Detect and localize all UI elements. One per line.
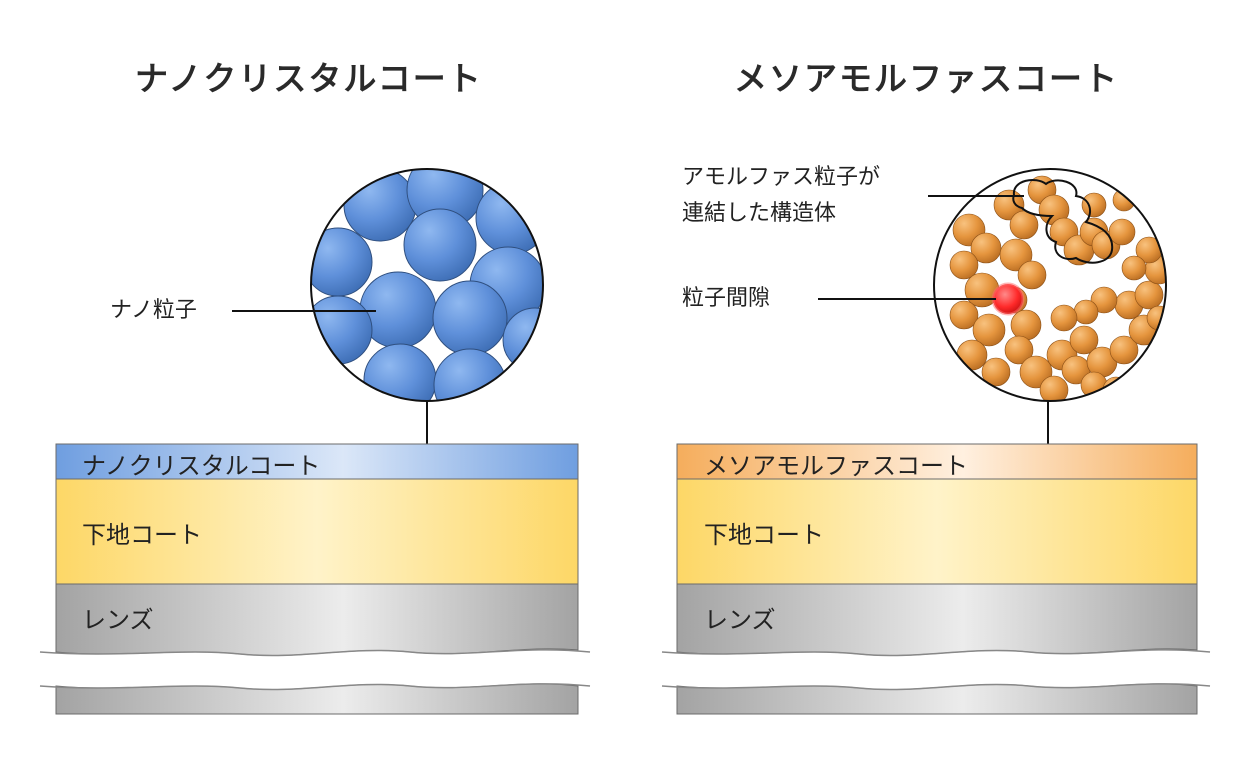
nanocrystal-coat-layer: [55, 443, 579, 480]
break-line-bottom: [661, 683, 1211, 691]
break-line-bottom: [39, 683, 591, 691]
break-line-top: [39, 649, 591, 657]
nano-particle-label: ナノ粒子: [110, 298, 197, 323]
particle-gap-marker: [991, 282, 1025, 316]
base-coat-label: 下地コート: [82, 521, 202, 549]
lens-label: レンズ: [82, 606, 154, 634]
mesoamorphous-coat-label: メソアモルファスコート: [704, 452, 968, 480]
mesoamorphous-title: メソアモルファスコート: [734, 59, 1119, 98]
base-coat-layer: [676, 478, 1198, 585]
base-coat-label: 下地コート: [704, 521, 824, 549]
nanocrystal-title: ナノクリスタルコート: [135, 59, 483, 98]
mesoamorphous-panel: メソアモルファスコート: [624, 0, 1248, 780]
lens-bottom-fragment: [55, 683, 579, 715]
connected-structure-outline: [1012, 179, 1114, 264]
mesoamorphous-figure: [661, 168, 1211, 715]
break-line-top: [661, 649, 1211, 657]
nanocrystal-panel: ナノクリスタルコート: [39, 59, 591, 715]
particle-gap-label: 粒子間隙: [682, 286, 771, 311]
amorphous-particle-magnifier: [933, 168, 1167, 402]
connected-structure-label-line1: アモルファス粒子が: [682, 165, 881, 190]
nanocrystal-figure: [39, 168, 591, 715]
base-coat-layer: [55, 478, 579, 585]
connected-structure-label: アモルファス粒子が 連結した構造体: [682, 160, 880, 232]
nanocrystal-coat-label: ナノクリスタルコート: [82, 452, 321, 480]
nano-particle-magnifier: [310, 168, 544, 402]
lens-label: レンズ: [704, 606, 776, 634]
lens-bottom-fragment: [676, 683, 1198, 715]
connected-structure-label-line2: 連結した構造体: [682, 201, 837, 226]
